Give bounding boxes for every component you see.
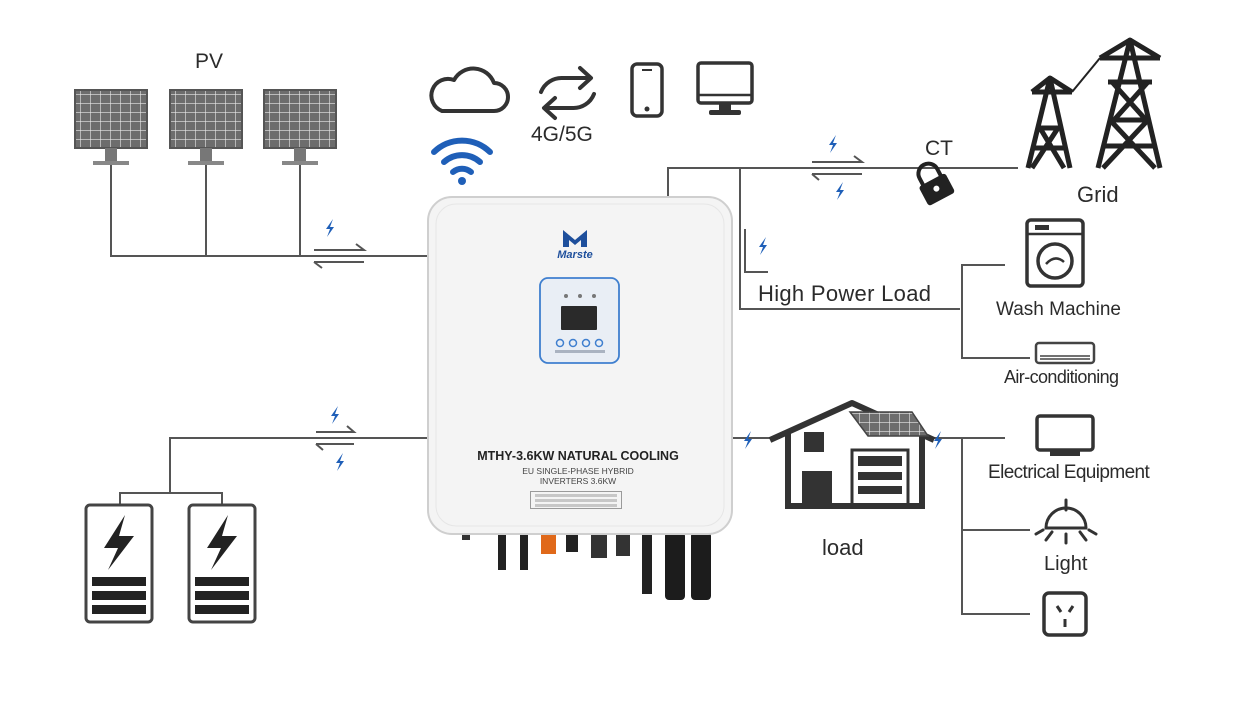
cellular-label: 4G/5G bbox=[531, 123, 593, 146]
battery-icon bbox=[187, 503, 257, 624]
air-conditioner-icon bbox=[1034, 341, 1096, 365]
grid-label: Grid bbox=[1077, 182, 1119, 207]
ct-label: CT bbox=[925, 137, 953, 160]
high-power-load-label: High Power Load bbox=[758, 281, 932, 306]
monitor-icon bbox=[696, 61, 754, 115]
inverter-unit bbox=[427, 196, 733, 600]
cloud-icon bbox=[429, 66, 510, 113]
transmission-tower-icon bbox=[1025, 37, 1163, 170]
electrical-equipment-label: Electrical Equipment bbox=[988, 462, 1150, 483]
inverter-model: MTHY-3.6KW NATURAL COOLING bbox=[477, 449, 679, 463]
light-label: Light bbox=[1044, 553, 1088, 575]
solar-panel-icon bbox=[74, 89, 337, 166]
wall-ac-icon bbox=[1035, 414, 1095, 456]
washing-machine-icon bbox=[1025, 218, 1085, 288]
inverter-spec-plate bbox=[530, 491, 622, 509]
wash-machine-label: Wash Machine bbox=[996, 299, 1121, 320]
load-label: load bbox=[822, 535, 864, 560]
bidirectional-arrow-icon bbox=[313, 155, 865, 451]
power-socket-icon bbox=[1042, 591, 1088, 637]
inverter-subtitle-2: INVERTERS 3.6KW bbox=[539, 476, 617, 486]
house-icon bbox=[768, 400, 936, 509]
wifi-icon bbox=[431, 137, 493, 185]
smartphone-icon bbox=[630, 62, 664, 118]
ceiling-light-icon bbox=[1034, 498, 1098, 545]
connection-lines bbox=[110, 165, 1030, 615]
pv-label: PV bbox=[195, 50, 224, 73]
inverter-subtitle-1: EU SINGLE-PHASE HYBRID bbox=[522, 466, 634, 476]
padlock-icon bbox=[916, 161, 955, 206]
sync-arrows-icon bbox=[539, 66, 596, 120]
battery-icon bbox=[84, 503, 154, 624]
air-conditioning-label: Air-conditioning bbox=[1004, 367, 1119, 387]
inverter-brand: Marste bbox=[557, 249, 593, 261]
